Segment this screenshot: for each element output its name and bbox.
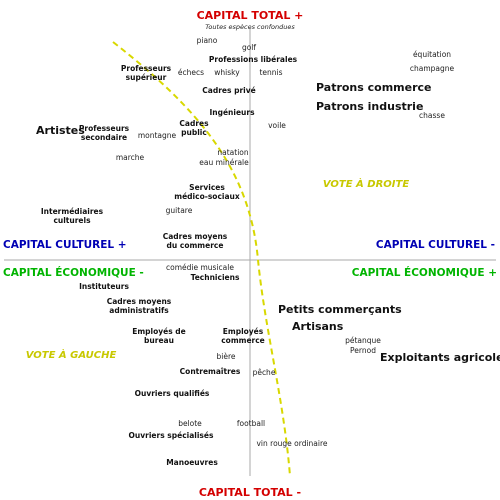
capital-economique-plus-label: CAPITAL ÉCONOMIQUE + [351,267,497,279]
group-petits-commercants: Petits commerçants [278,303,402,316]
group-artisans: Artisans [292,320,344,333]
pref-voile: voile [268,121,286,130]
prof-cadres-moyens-administratifs: Cadres moyens administratifs [106,297,172,315]
pref-whisky: whisky [214,68,240,77]
prof-techniciens: Techniciens [190,273,240,282]
pref-biere: bière [216,352,236,361]
prof-services-medico-sociaux: Services médico-sociaux [174,183,240,201]
prof-cadres-public: Cadres public [179,119,209,137]
prof-employes-commerce: Employés commerce [221,327,265,345]
capital-culturel-plus-label: CAPITAL CULTUREL + [3,239,127,251]
capital-total-minus-label: CAPITAL TOTAL - [198,486,302,499]
group-artistes: Artistes [36,124,85,137]
pref-comedie-musicale: comédie musicale [166,263,234,272]
vote-droite-label: VOTE À DROITE [322,179,410,190]
group-patrons-industrie: Patrons industrie [316,100,424,113]
prof-professions-liberales: Professions libérales [208,55,298,64]
prof-instituteurs: Instituteurs [79,282,129,291]
pref-piano: piano [196,36,218,45]
capital-culturel-minus-label: CAPITAL CULTUREL - [375,239,495,251]
group-exploitants-agricoles: Exploitants agricoles [380,351,500,364]
capital-total-subtitle: Toutes espèces confondues [205,23,295,31]
pref-belote: belote [178,419,202,428]
pref-guitare: guitare [165,206,193,215]
pref-echecs: échecs [177,68,205,77]
pref-montagne: montagne [137,131,177,140]
capital-total-plus-label: CAPITAL TOTAL + [196,9,304,22]
prof-cadres-moyens-commerce: Cadres moyens du commerce [162,232,228,250]
pref-vin-rouge: vin rouge ordinaire [256,439,328,448]
prof-professeurs-superieur: Professeurs supérieur [120,64,172,82]
pref-natation: natation [217,148,249,157]
pref-golf: golf [241,43,257,52]
vote-gauche-label: VOTE À GAUCHE [25,350,117,361]
prof-contremaitres: Contremaîtres [179,367,241,376]
prof-ouvriers-qualifies: Ouvriers qualifiés [134,389,210,398]
pref-equitation: équitation [412,50,452,59]
prof-cadres-prive: Cadres privé [202,86,256,95]
pref-pernod: Pernod [350,346,376,355]
prof-professeurs-secondaire: Professeurs secondaire [78,124,130,142]
pref-football: football [236,419,266,428]
prof-employes-bureau: Employés de bureau [132,327,186,345]
pref-chasse: chasse [419,111,445,120]
prof-ouvriers-specialises: Ouvriers spécialisés [128,431,214,440]
pref-champagne: champagne [409,64,455,73]
vote-divider-curve [112,41,291,477]
pref-peche: pêche [252,368,276,377]
pref-eau-minerale: eau minérale [199,158,249,167]
capital-economique-minus-label: CAPITAL ÉCONOMIQUE - [3,267,144,279]
pref-tennis: tennis [259,68,283,77]
pref-petanque: pétanque [345,336,381,345]
prof-intermediaires-culturels: Intermédiaires culturels [40,207,104,225]
prof-ingenieurs: Ingénieurs [209,108,255,117]
pref-marche: marche [115,153,145,162]
group-patrons-commerce: Patrons commerce [316,81,432,94]
prof-manoeuvres: Manoeuvres [166,458,218,467]
